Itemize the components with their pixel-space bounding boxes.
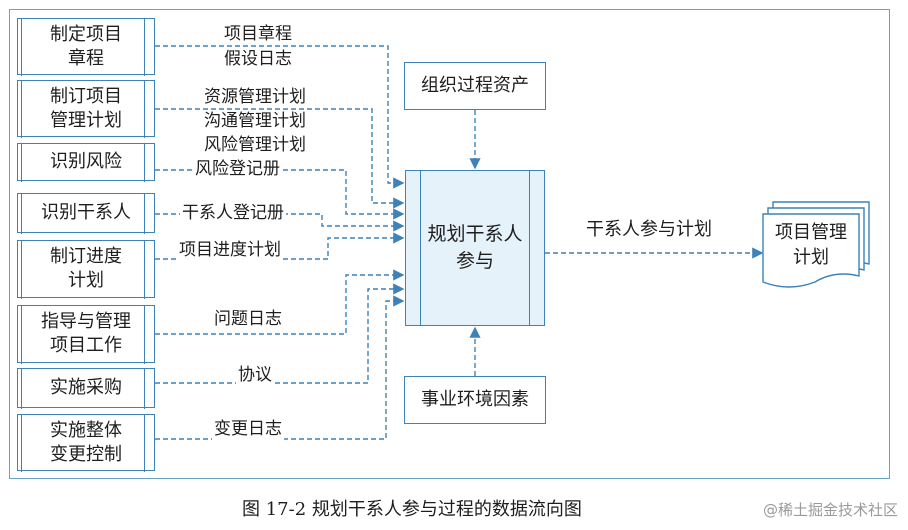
label-agreements: 协议	[236, 364, 274, 386]
flow-risk	[155, 169, 405, 220]
input-box-stakeholder: 识别干系人	[17, 192, 155, 234]
input-box-procurement: 实施采购	[17, 367, 155, 409]
process-box: 规划干系人 参与	[405, 170, 545, 326]
label-risk-register: 风险登记册	[193, 158, 282, 180]
flow-issue	[155, 269, 405, 335]
input-box-risk: 识别风险	[17, 142, 155, 182]
label-charter: 项目章程	[222, 23, 294, 45]
output-document-icon	[762, 201, 870, 288]
flow-charter	[155, 45, 405, 189]
process-label-line-2: 参与	[455, 250, 494, 272]
label-stakeholder-register: 干系人登记册	[180, 202, 286, 224]
label-comm-plan: 沟通管理计划	[202, 110, 308, 132]
label-resource-plan: 资源管理计划	[202, 86, 308, 108]
input-box-schedule: 制订进度计划	[17, 239, 155, 299]
org-process-assets-box: 组织过程资产	[404, 62, 546, 110]
label-risk-plan: 风险管理计划	[202, 134, 308, 156]
label-issue-log: 问题日志	[212, 308, 284, 330]
flow-agreements	[155, 283, 405, 384]
enterprise-env-factors-box: 事业环境因素	[404, 376, 546, 424]
input-box-execute: 指导与管理项目工作	[17, 304, 155, 364]
input-box-plan: 制订项目管理计划	[17, 79, 155, 138]
figure-caption: 图 17-2 规划干系人参与过程的数据流向图	[242, 499, 582, 520]
input-box-change: 实施整体变更控制	[17, 413, 155, 472]
flow-plan	[155, 108, 405, 209]
diagram-frame	[9, 9, 890, 479]
process-label-line-1: 规划干系人	[427, 223, 523, 245]
label-assumption-log: 假设日志	[222, 48, 294, 70]
watermark: @稀土掘金技术社区	[762, 501, 898, 519]
input-box-charter: 制定项目章程	[17, 17, 155, 76]
output-document-label: 项目管理 计划	[775, 222, 847, 268]
label-schedule-plan: 项目进度计划	[177, 239, 283, 261]
label-output: 干系人参与计划	[584, 219, 714, 241]
label-change-log: 变更日志	[212, 418, 284, 440]
